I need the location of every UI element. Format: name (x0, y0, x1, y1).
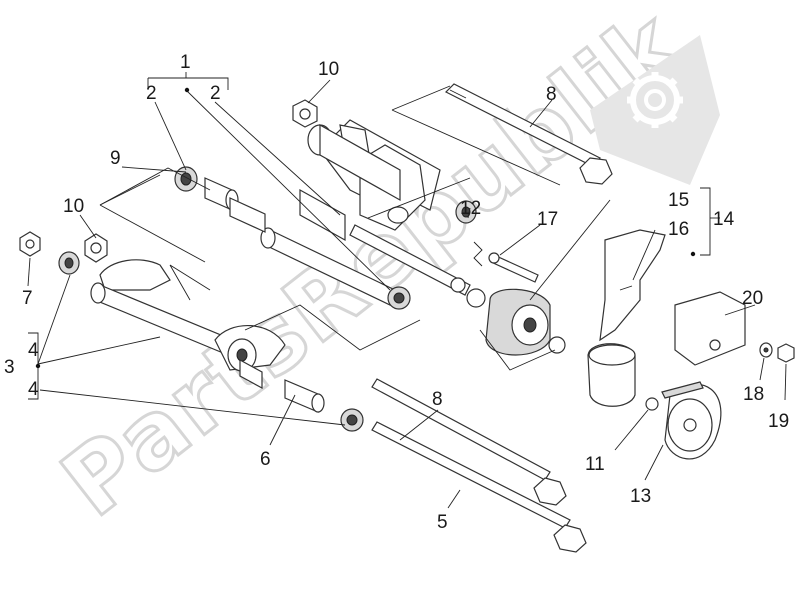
swing-arm-bracket (299, 119, 471, 296)
bracket-arm-16 (599, 229, 666, 342)
callout-6: 6 (260, 449, 271, 470)
pin-17 (488, 252, 539, 283)
nut-10-left (84, 233, 108, 263)
callout-3: 3 (4, 357, 15, 378)
callout-19: 19 (768, 411, 789, 432)
callout-20: 20 (742, 288, 763, 309)
bushing-left (58, 251, 80, 275)
callout-7: 7 (22, 288, 33, 309)
leader-lines (27, 72, 787, 509)
callout-9: 9 (110, 148, 121, 169)
callout-12: 12 (460, 198, 481, 219)
callout-13: 13 (630, 486, 651, 507)
ring-drum (587, 343, 659, 411)
callout-16: 16 (668, 219, 689, 240)
parts-drawing (19, 83, 795, 553)
callout-16-dot (690, 251, 696, 257)
bushing-12 (455, 200, 477, 224)
callout-18: 18 (743, 384, 764, 405)
bolt-19 (777, 343, 795, 363)
bushing-pair-center (387, 277, 486, 310)
swing-arm-left (90, 259, 286, 390)
callout-11: 11 (585, 454, 605, 475)
callout-8a: 8 (546, 84, 557, 105)
bolt-8-lower (371, 378, 567, 506)
spring-clip (473, 241, 483, 267)
callout-8b: 8 (432, 389, 443, 410)
callout-17: 17 (537, 209, 558, 230)
bracket-20 (674, 291, 746, 366)
bolt-5 (371, 421, 587, 553)
callout-10b: 10 (63, 196, 84, 217)
nut-7 (19, 231, 41, 257)
nut-10-top (292, 99, 318, 128)
gear-logo-icon (590, 35, 720, 185)
callout-15: 15 (668, 190, 689, 211)
callout-3-dot (35, 363, 41, 369)
callouts: 1 2 2 10 8 9 10 12 15 17 16 14 7 20 4 3 … (4, 52, 789, 533)
sleeve-6 (284, 379, 325, 413)
callout-1: 1 (180, 52, 191, 73)
bushing-9 (174, 166, 266, 233)
callout-2b: 2 (210, 83, 221, 104)
callout-1-dot (184, 87, 190, 93)
washer-18 (759, 342, 773, 358)
callout-10a: 10 (318, 59, 339, 80)
callout-4a: 4 (28, 340, 39, 361)
callout-5: 5 (437, 512, 448, 533)
callout-4b: 4 (28, 379, 39, 400)
damper-cover-13 (661, 381, 722, 460)
bushing-4-lower (340, 408, 364, 432)
silentblock-15 (485, 288, 566, 356)
callout-14: 14 (713, 209, 735, 230)
bolt-8-upper (444, 83, 613, 185)
callout-2a: 2 (146, 83, 157, 104)
